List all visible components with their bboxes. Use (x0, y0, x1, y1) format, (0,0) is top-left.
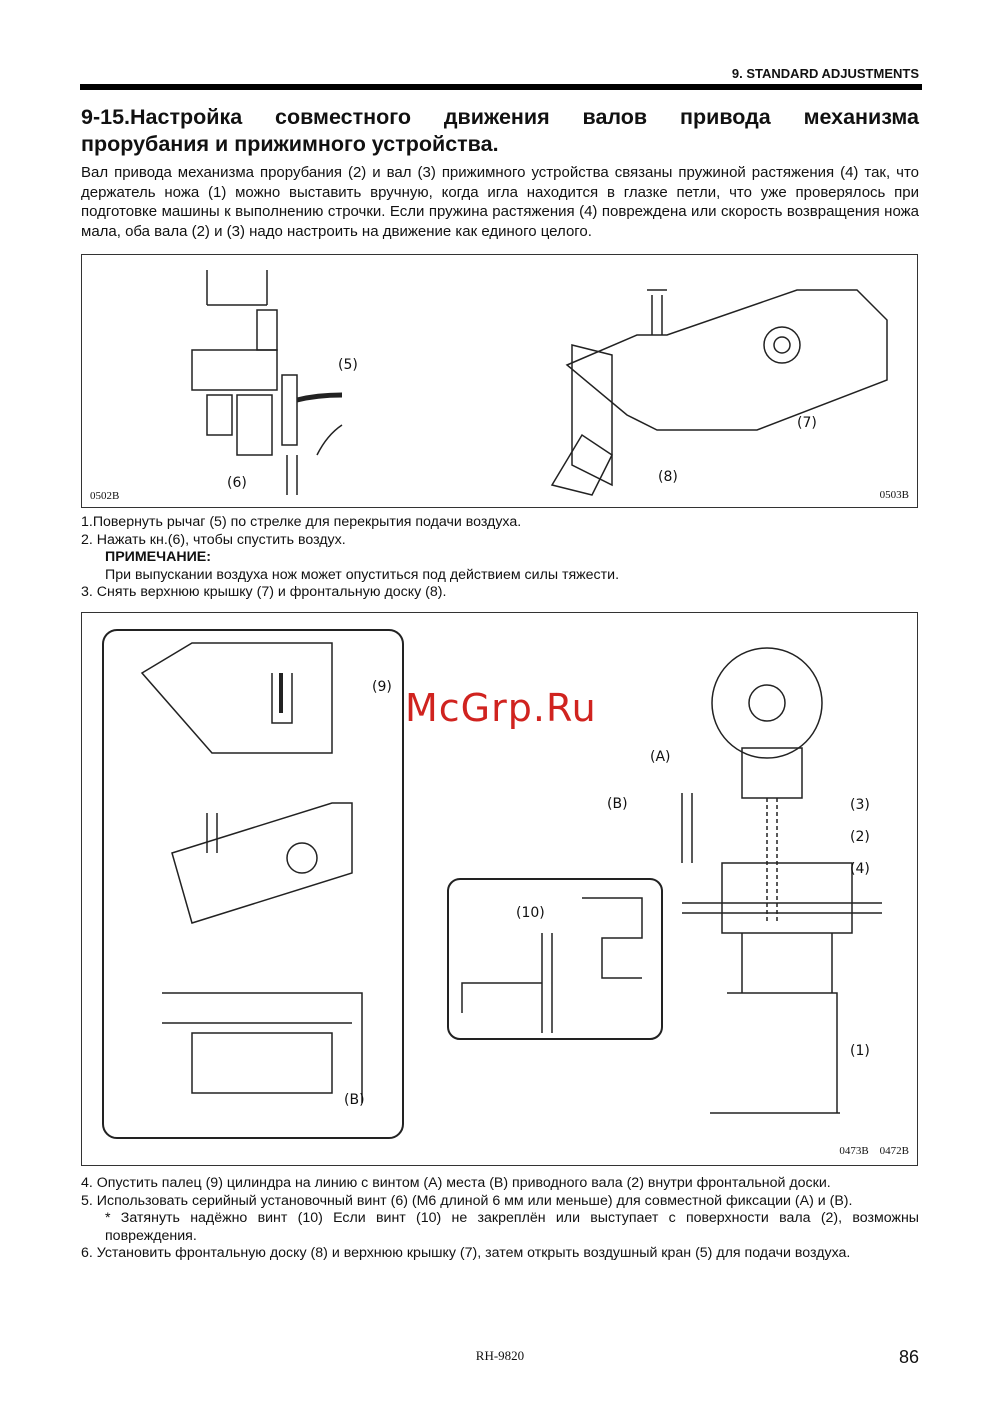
label-B-top: (B) (607, 796, 628, 812)
steps-list-1: 1.Повернуть рычаг (5) по стрелке для пер… (81, 514, 919, 602)
header-rule (80, 84, 922, 90)
intro-paragraph: Вал привода механизма прорубания (2) и в… (81, 164, 919, 240)
label-5: (5) (338, 357, 358, 373)
step-4: 4. Опустить палец (9) цилиндра на линию … (81, 1175, 831, 1191)
watermark: McGrp.Ru (405, 686, 597, 730)
label-4: (4) (850, 861, 870, 877)
steps-list-2: 4. Опустить палец (9) цилиндра на линию … (81, 1175, 919, 1263)
step-5: 5. Использовать серийный установочный ви… (81, 1192, 853, 1209)
figure-codes: 0473B 0472B (839, 1145, 909, 1157)
figure1-drawing (191, 270, 888, 496)
step-1: 1.Повернуть рычаг (5) по стрелке для пер… (81, 514, 522, 530)
step-2: 2. Нажать кн.(6), чтобы спустить воздух. (81, 531, 346, 548)
page-title-line2: прорубания и прижимного устройства. (81, 132, 499, 156)
footer-model: RH-9820 (475, 1348, 525, 1363)
label-B-bottom: (B) (344, 1092, 365, 1108)
label-8: (8) (658, 469, 678, 485)
figure-code-left: 0502B (90, 490, 120, 502)
label-7: (7) (797, 415, 817, 431)
step-5-note: * Затянуть надёжно винт (10) Если винт (… (105, 1210, 919, 1226)
step-5-note-cont: повреждения. (105, 1227, 197, 1244)
figure2-drawing (102, 629, 882, 1139)
label-A: (A) (650, 749, 671, 765)
label-2: (2) (850, 829, 870, 845)
label-10: (10) (516, 905, 545, 921)
page-number: 86 (898, 1347, 919, 1367)
note-text: При выпускании воздуха нож может опустит… (105, 566, 620, 583)
label-1: (1) (850, 1043, 870, 1059)
page-title-line1: 9-15.Настройка совместного движения вало… (81, 105, 919, 129)
step-6: 6. Установить фронтальную доску (8) и ве… (81, 1245, 851, 1261)
label-3: (3) (850, 797, 870, 813)
figure-air-valve-covers: (5) (6) (7) (8) 0502B 0503B (81, 254, 918, 508)
step-3: 3. Снять верхнюю крышку (7) и фронтальну… (81, 584, 447, 600)
note-heading: ПРИМЕЧАНИЕ: (105, 549, 211, 565)
label-6: (6) (227, 475, 247, 491)
figure-code-right: 0503B (879, 489, 909, 501)
section-header: 9. STANDARD ADJUSTMENTS (731, 66, 919, 81)
figure-shaft-alignment: (9) (A) (B) (3) (2) (4) (10) (1) (B) 047… (81, 612, 918, 1166)
label-9: (9) (372, 679, 392, 695)
